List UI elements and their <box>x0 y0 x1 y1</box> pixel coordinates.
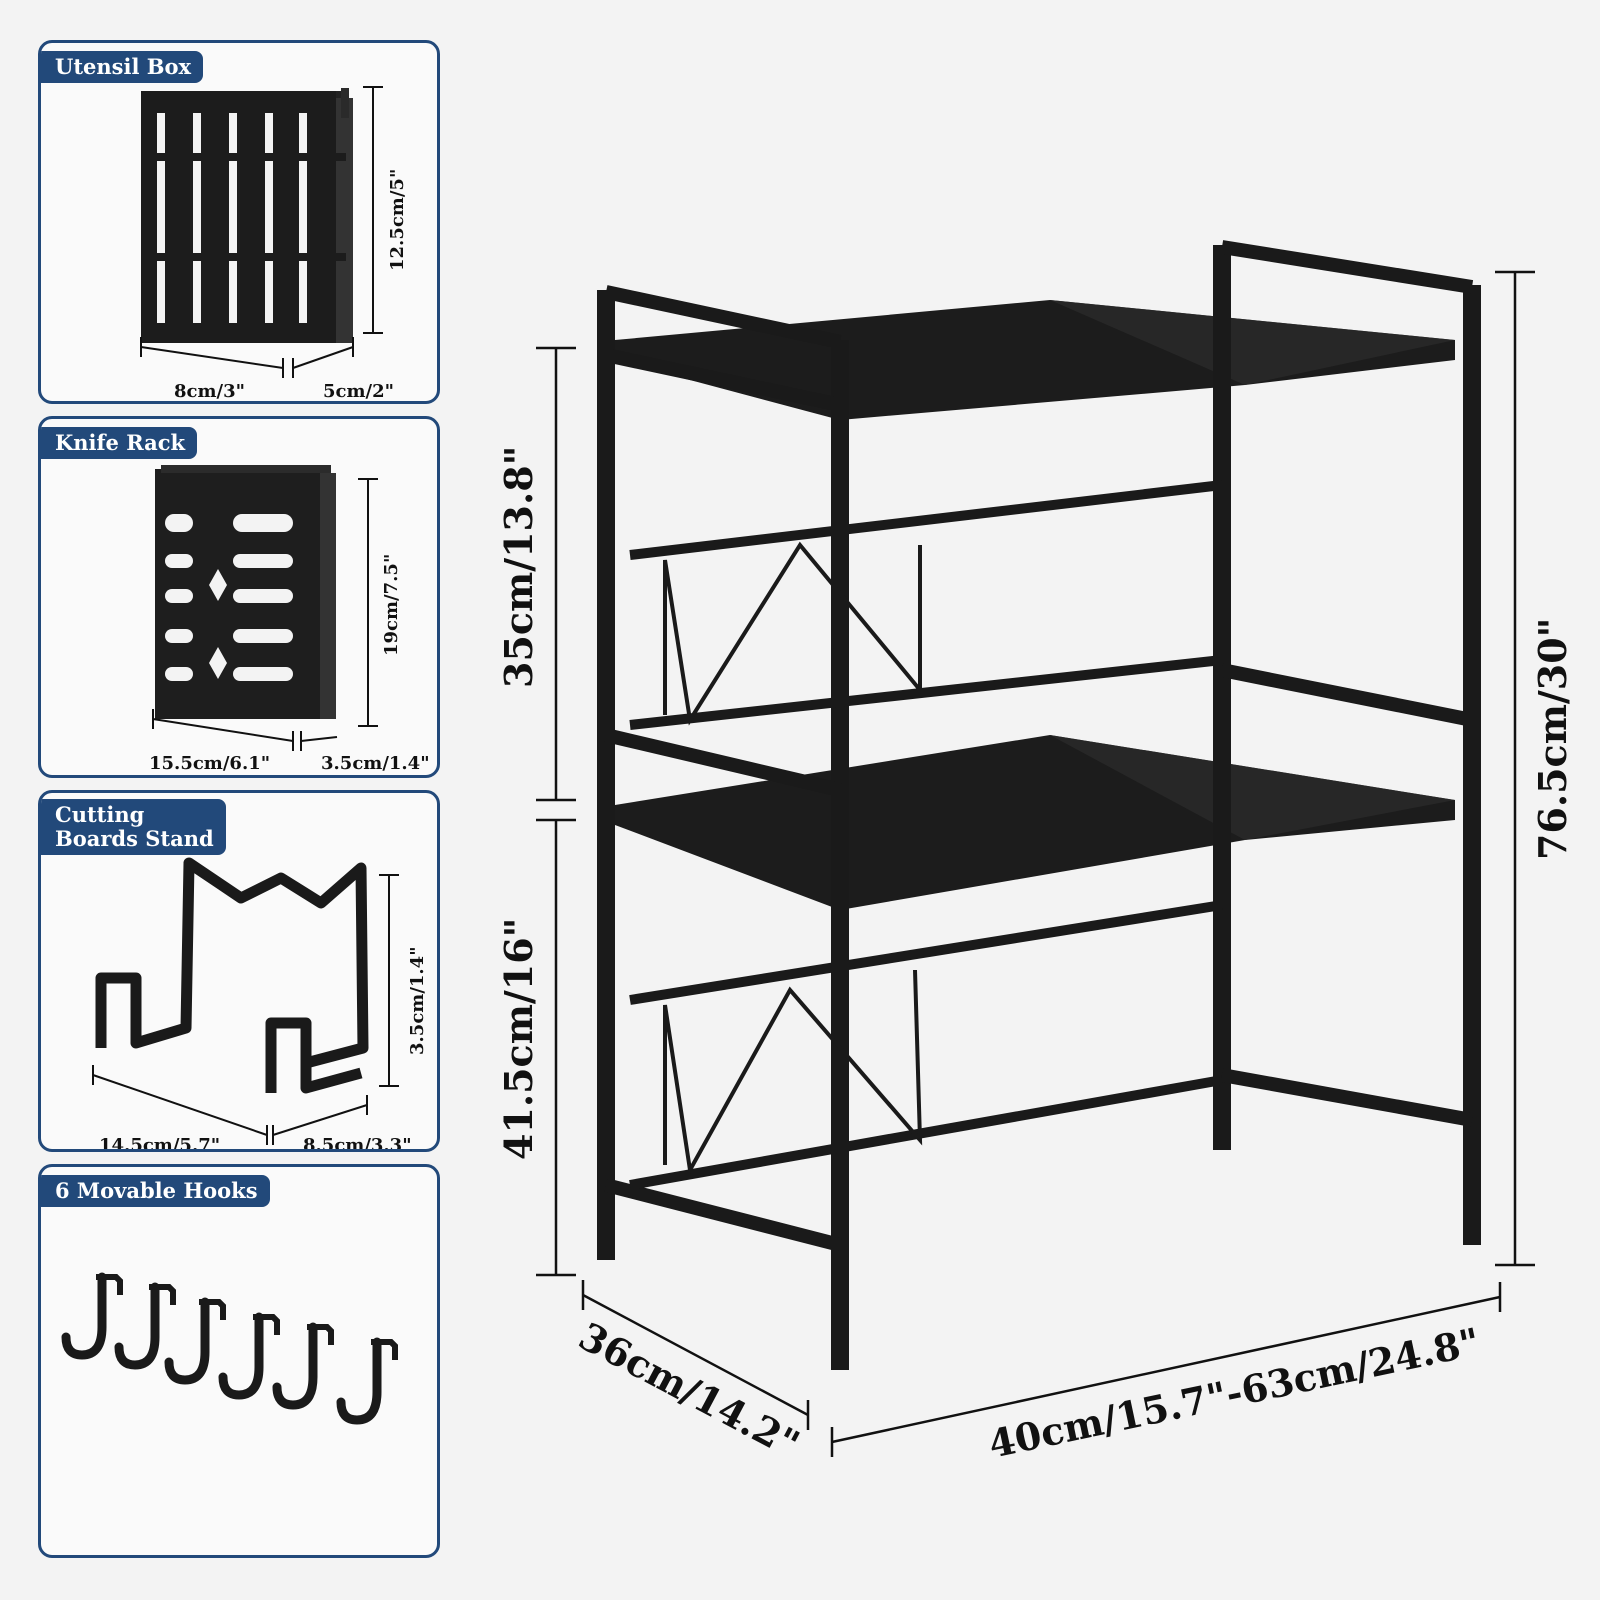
hook-icon <box>223 1317 277 1395</box>
depth-label: 36cm/14.2" <box>572 1313 807 1467</box>
hook-icon <box>277 1327 331 1405</box>
upper-section-height-label: 35cm/13.8" <box>496 446 541 688</box>
cutting-board-stand-height: 3.5cm/1.4" <box>407 946 428 1055</box>
utensil-box-title: Utensil Box <box>41 51 204 83</box>
utensil-box-illustration: 12.5cm/5" 8cm/3" 5cm/2" <box>140 86 408 402</box>
utensil-box-width: 8cm/3" <box>174 381 245 402</box>
knife-rack-width: 15.5cm/6.1" <box>149 753 270 774</box>
hook-icon <box>169 1302 223 1380</box>
hook-icon <box>341 1342 395 1420</box>
knife-rack-depth: 3.5cm/1.4" <box>321 753 430 774</box>
utensil-box-panel: Utensil Box 12.5cm/5" <box>38 40 440 404</box>
hooks-illustration <box>41 1167 440 1558</box>
kitchen-rack-illustration: 35cm/13.8" 41.5cm/16" 76.5cm/30" 36cm/14… <box>496 240 1575 1467</box>
hooks-panel: 6 Movable Hooks <box>38 1164 440 1558</box>
hook-icon <box>119 1287 173 1365</box>
knife-rack-height: 19cm/7.5" <box>381 554 402 656</box>
utensil-box-height: 12.5cm/5" <box>387 169 408 271</box>
total-height-label: 76.5cm/30" <box>1530 618 1575 860</box>
hooks-title: 6 Movable Hooks <box>41 1175 270 1207</box>
cutting-board-stand-illustration: 3.5cm/1.4" 14.5cm/5.7" 8.5cm/3.3" <box>92 857 428 1152</box>
lower-section-height-label: 41.5cm/16" <box>496 918 541 1160</box>
cutting-board-stand-panel: Cutting Boards Stand 3.5cm/1.4" 14.5cm/5… <box>38 790 440 1152</box>
knife-rack-title: Knife Rack <box>41 427 198 459</box>
knife-rack-panel: Knife Rack 19cm/7. <box>38 416 440 778</box>
cutting-board-stand-title: Cutting Boards Stand <box>41 799 226 855</box>
knife-rack-illustration: 19cm/7.5" 15.5cm/6.1" 3.5cm/1.4" <box>149 465 430 774</box>
utensil-box-depth: 5cm/2" <box>323 381 394 402</box>
cutting-board-stand-width: 14.5cm/5.7" <box>99 1135 220 1152</box>
cutting-board-stand-depth: 8.5cm/3.3" <box>303 1135 412 1152</box>
hook-icon <box>66 1277 120 1355</box>
